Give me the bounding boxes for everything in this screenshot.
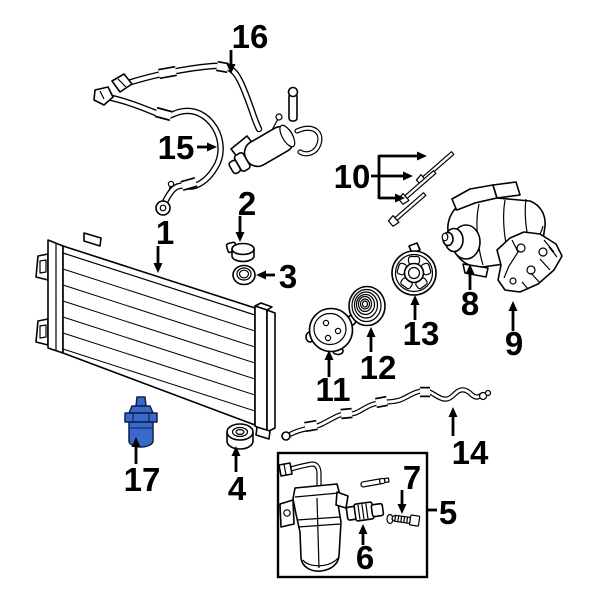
clutch-plate-drawing xyxy=(305,307,357,356)
condenser-drawing xyxy=(35,232,276,440)
grommet-lower-drawing xyxy=(226,423,254,450)
callout-5-label[interactable]: 5 xyxy=(439,494,457,531)
callout-17-label[interactable]: 17 xyxy=(124,461,161,498)
callout-16[interactable]: 16 xyxy=(226,18,269,74)
grommet-upper-drawing xyxy=(232,264,256,286)
liquid-line-drawing xyxy=(281,386,492,441)
callout-4-arrowhead xyxy=(231,446,241,456)
receiver-drier-drawing xyxy=(278,461,349,572)
callout-11[interactable]: 11 xyxy=(316,350,351,408)
callout-14[interactable]: 14 xyxy=(448,407,489,471)
callout-7-arrowhead xyxy=(397,504,407,514)
callout-7[interactable]: 7 xyxy=(397,459,422,514)
callout-12-arrowhead xyxy=(366,327,376,337)
callout-12-label[interactable]: 12 xyxy=(360,349,397,386)
pressure-switch-drawing[interactable] xyxy=(124,396,158,448)
callout-10-arrowhead-mid xyxy=(403,171,413,181)
callout-6-label[interactable]: 6 xyxy=(356,539,374,576)
field-coil-drawing xyxy=(391,242,437,296)
callout-14-label[interactable]: 14 xyxy=(452,434,489,471)
callout-1-label[interactable]: 1 xyxy=(156,214,174,251)
callout-17[interactable]: 17 xyxy=(124,437,161,498)
callout-14-arrowhead xyxy=(448,407,458,417)
callout-13[interactable]: 13 xyxy=(403,295,440,352)
callout-10-arrowhead-top xyxy=(417,151,427,161)
callout-10-label[interactable]: 10 xyxy=(334,158,371,195)
callout-13-label[interactable]: 13 xyxy=(403,315,440,352)
callout-11-label[interactable]: 11 xyxy=(316,371,351,408)
callout-3-arrowhead xyxy=(256,270,266,280)
valve-core-drawing xyxy=(360,477,421,527)
callout-9-label[interactable]: 9 xyxy=(505,325,523,362)
cap-part-drawing xyxy=(225,241,255,263)
callout-8-label[interactable]: 8 xyxy=(461,285,479,322)
callout-10[interactable]: 10 xyxy=(334,151,427,203)
drier-kit-box xyxy=(276,451,429,579)
bracket-drawing xyxy=(496,231,563,293)
callout-7-label[interactable]: 7 xyxy=(403,459,421,496)
callout-2[interactable]: 2 xyxy=(235,185,257,242)
callout-16-arrowhead xyxy=(226,64,236,74)
callout-17-arrowhead xyxy=(131,437,141,447)
callout-1[interactable]: 1 xyxy=(153,214,175,273)
callout-16-label[interactable]: 16 xyxy=(232,18,269,55)
callout-2-arrowhead xyxy=(235,232,245,242)
callout-4-label[interactable]: 4 xyxy=(228,470,247,507)
callout-3-label[interactable]: 3 xyxy=(279,258,297,295)
callout-10-bracket xyxy=(371,154,418,200)
callout-10-arrowhead-bottom xyxy=(395,193,405,203)
callout-11-arrowhead xyxy=(324,350,334,360)
callout-5[interactable]: 5 xyxy=(428,494,457,531)
pulley-drawing xyxy=(348,285,386,327)
callout-12[interactable]: 12 xyxy=(360,327,397,386)
callout-1-arrowhead xyxy=(153,263,163,273)
callout-8-arrowhead xyxy=(465,264,475,274)
callout-2-label[interactable]: 2 xyxy=(238,185,256,222)
callout-15-arrowhead xyxy=(207,142,217,152)
callout-9[interactable]: 9 xyxy=(505,301,523,362)
callout-6[interactable]: 6 xyxy=(356,524,374,576)
service-valve-drawing xyxy=(345,501,385,522)
callout-4[interactable]: 4 xyxy=(228,446,247,507)
ac-hose-assembly-drawing xyxy=(93,60,323,216)
callout-6-arrowhead xyxy=(358,524,368,534)
callout-13-arrowhead xyxy=(410,295,420,305)
callout-8[interactable]: 8 xyxy=(461,264,479,322)
callout-9-arrowhead xyxy=(508,301,518,311)
callout-3[interactable]: 3 xyxy=(256,258,297,295)
callout-15[interactable]: 15 xyxy=(158,129,217,166)
bolt-set-drawing xyxy=(387,151,455,227)
callout-15-label[interactable]: 15 xyxy=(158,129,195,166)
